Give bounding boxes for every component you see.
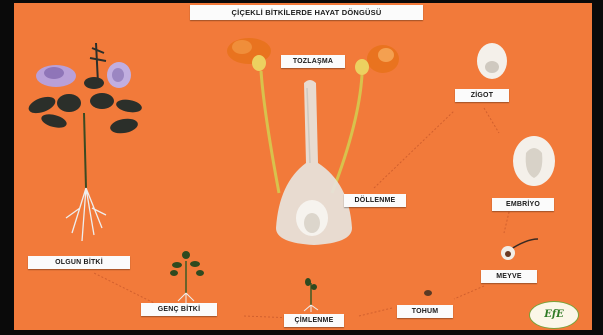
pistil-illustration — [276, 80, 352, 245]
label-embriyo: EMBRİYO — [492, 198, 554, 211]
arrow-meyve-to-tohum — [454, 286, 484, 299]
label-meyve: MEYVE — [481, 270, 537, 283]
fruit-illustration — [501, 239, 538, 260]
label-tozlasma: TOZLAŞMA — [281, 55, 345, 68]
page-title: ÇİÇEKLİ BİTKİLERDE HAYAT DÖNGÜSÜ — [190, 5, 423, 20]
young-plant-illustration — [170, 251, 204, 303]
label-genc-bitki: GENÇ BİTKİ — [141, 303, 217, 316]
label-zigot: ZİGOT — [455, 89, 509, 102]
efe-logo: EfE — [529, 301, 579, 329]
mature-plant-illustration — [26, 43, 142, 241]
label-tohum: TOHUM — [397, 305, 453, 318]
label-olgun-bitki: OLGUN BİTKİ — [28, 256, 130, 269]
arrow-zigot-to-embriyo — [484, 108, 499, 133]
arrow-embriyo-to-meyve — [504, 208, 510, 233]
arrow-dollenme-to-zigot — [374, 111, 454, 188]
seed-illustration — [424, 290, 432, 296]
orange-board: ÇİÇEKLİ BİTKİLERDE HAYAT DÖNGÜSÜ TOZLAŞM… — [14, 3, 592, 330]
sprout-illustration — [304, 278, 318, 312]
label-dollenme: DÖLLENME — [344, 194, 406, 207]
zygote-illustration — [477, 43, 507, 79]
arrow-tohum-to-cimlenme — [359, 308, 392, 316]
embryo-illustration — [513, 136, 555, 186]
logo-text: EfE — [544, 310, 564, 320]
label-cimlenme: ÇİMLENME — [284, 314, 344, 327]
